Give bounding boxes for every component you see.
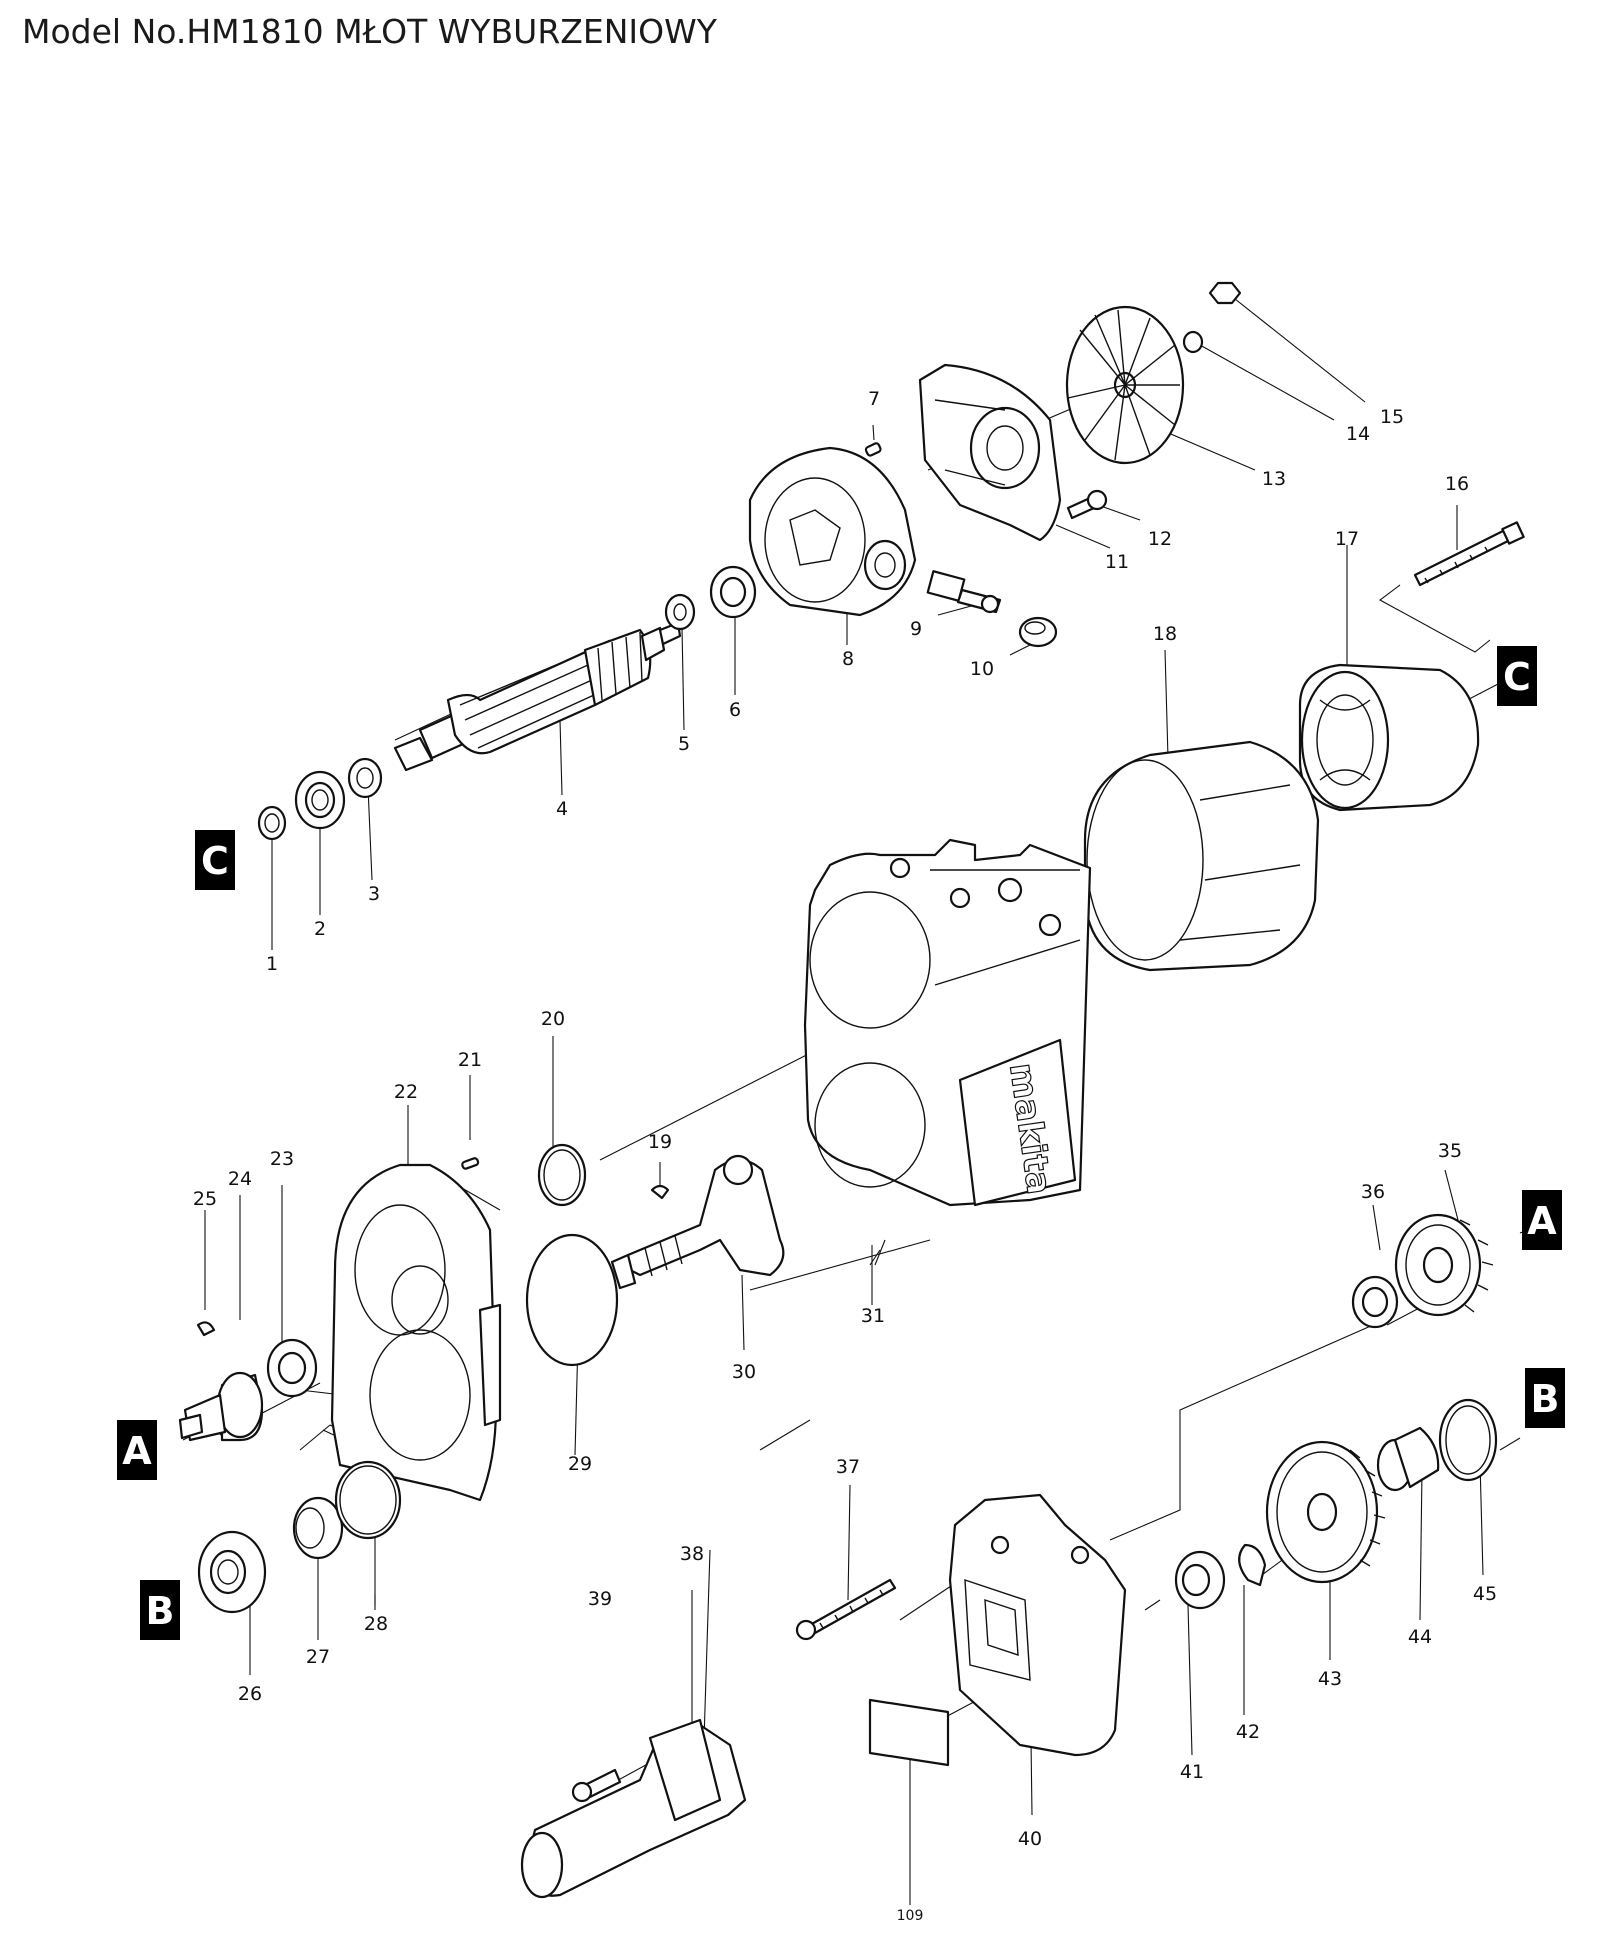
part-label-25: 25 [193,1188,217,1210]
gear-parts [178,1143,785,1614]
part-label-44: 44 [1408,1626,1432,1648]
part-label-15: 15 [1380,406,1404,428]
marker-a-left-label: A [122,1429,152,1473]
part-label-30: 30 [732,1361,756,1383]
marker-b-right-label: B [1531,1377,1560,1421]
crank-shaft [610,1154,785,1290]
motor-parts: makita [257,281,1525,1207]
part-label-7: 7 [868,388,880,410]
part-label-28: 28 [364,1613,388,1635]
part-label-109: 109 [897,1908,924,1924]
part-label-36: 36 [1361,1181,1385,1203]
part-label-37: 37 [836,1456,860,1478]
crank-housing-cover [948,1493,1127,1757]
side-handle [520,1718,747,1899]
part-label-10: 10 [970,658,994,680]
part-label-8: 8 [842,648,854,670]
part-number-labels: 1 2 3 4 5 6 7 8 9 10 11 12 13 14 15 16 1… [193,388,1497,1924]
part-label-38: 38 [680,1543,704,1565]
motor-bracket [918,363,1062,542]
part-label-19: 19 [648,1131,672,1153]
part-label-17: 17 [1335,528,1359,550]
marker-c-right-label: C [1503,655,1531,699]
marker-c-left: C [195,830,235,890]
gear-housing [330,1163,502,1502]
marker-b-right: B [1525,1368,1565,1428]
part-label-21: 21 [458,1049,482,1071]
page-title: Model No.HM1810 MŁOT WYBURZENIOWY [22,12,717,51]
part-label-24: 24 [228,1168,252,1190]
part-label-16: 16 [1445,473,1469,495]
marker-a-right: A [1522,1190,1562,1250]
motor-housing: makita [803,838,1092,1207]
part-label-41: 41 [1180,1761,1204,1783]
part-label-42: 42 [1236,1721,1260,1743]
part-label-26: 26 [238,1683,262,1705]
part-label-45: 45 [1473,1583,1497,1605]
part-label-20: 20 [541,1008,565,1030]
part-label-13: 13 [1262,468,1286,490]
lower-parts [520,1213,1498,1899]
part-label-12: 12 [1148,528,1172,550]
part-label-29: 29 [568,1453,592,1475]
part-label-3: 3 [368,883,380,905]
marker-b-left-label: B [146,1589,175,1633]
part-label-31: 31 [861,1305,885,1327]
marker-b-left: B [140,1580,180,1640]
part-label-6: 6 [729,699,741,721]
part-label-5: 5 [678,733,690,755]
part-label-27: 27 [306,1646,330,1668]
part-label-22: 22 [394,1081,418,1103]
part-label-39: 39 [588,1588,612,1610]
armature [393,621,682,772]
marker-a-right-label: A [1527,1199,1557,1243]
part-label-4: 4 [556,798,568,820]
part-label-11: 11 [1105,551,1129,573]
marker-c-right: C [1497,646,1537,706]
part-label-9: 9 [910,618,922,640]
baffle-plate [1083,740,1320,972]
part-label-18: 18 [1153,623,1177,645]
part-label-23: 23 [270,1148,294,1170]
marker-c-left-label: C [201,839,229,883]
part-label-35: 35 [1438,1140,1462,1162]
part-label-14: 14 [1346,423,1370,445]
part-label-43: 43 [1318,1668,1342,1690]
part-label-2: 2 [314,918,326,940]
brush-holder-housing [748,446,917,617]
part-label-1: 1 [266,953,278,975]
marker-a-left: A [117,1420,157,1480]
fan [1065,305,1185,465]
field [1298,663,1480,812]
part-label-40: 40 [1018,1828,1042,1850]
